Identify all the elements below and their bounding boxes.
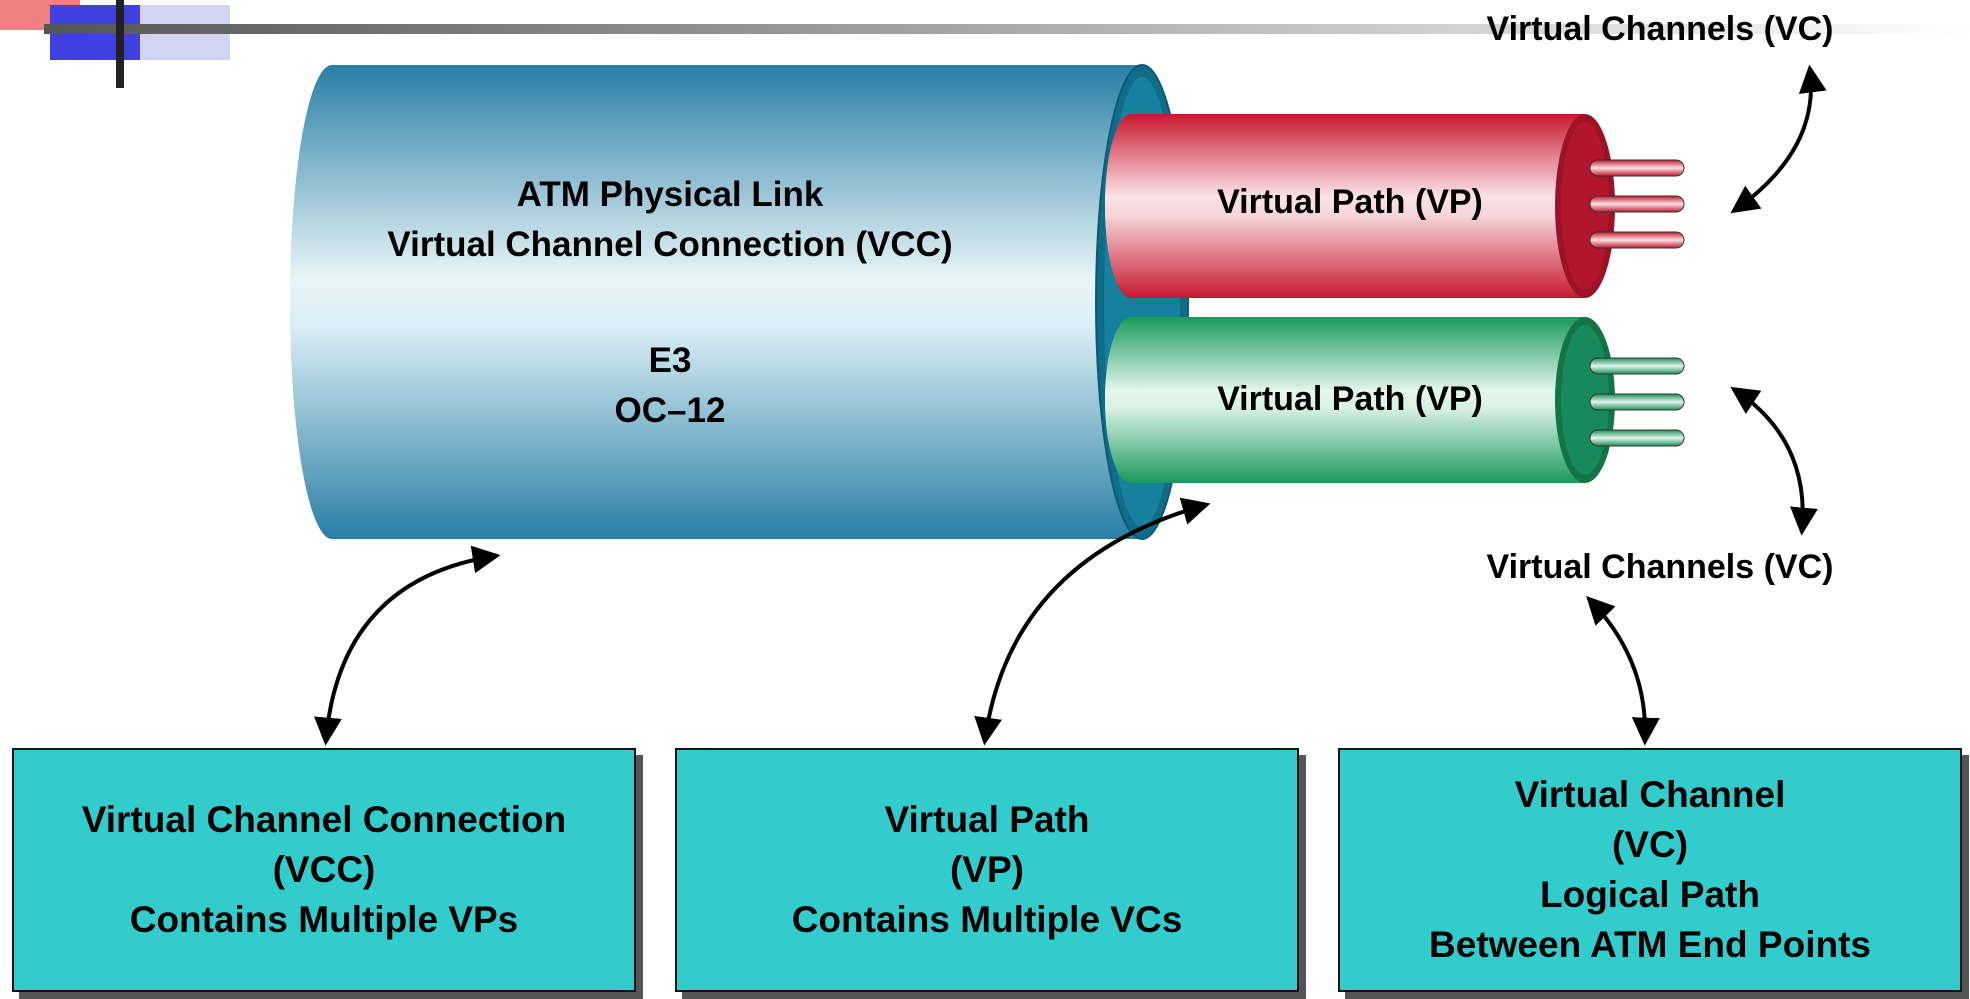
arrow-vc [1586,595,1660,746]
physical-link-cable [290,64,1189,540]
box-vc-line4: Between ATM End Points [1429,924,1871,965]
physical-link-rates: E3 OC–12 [560,336,780,436]
vp-cable-bottom [1105,317,1685,483]
arrow-vcc [314,545,501,746]
box-vc-line3: Logical Path [1540,874,1760,915]
box-vcc-text: Virtual Channel Connection (VCC) Contain… [82,795,566,945]
arrow-vc-top [1730,64,1827,214]
box-vcc-line2: (VCC) [272,849,376,890]
box-vc-text: Virtual Channel (VC) Logical Path Betwee… [1429,770,1871,970]
box-vp-line3: Contains Multiple VCs [791,899,1183,940]
box-vcc-line3: Contains Multiple VPs [129,899,519,940]
arrow-vc-bottom [1730,386,1818,536]
vp-label-bottom: Virtual Path (VP) [1217,380,1483,418]
rate-oc12: OC–12 [614,391,726,430]
box-vcc-line1: Virtual Channel Connection [81,799,567,840]
vc-label-top: Virtual Channels (VC) [1486,10,1834,48]
arrow-vp [974,497,1211,746]
vc-label-bottom: Virtual Channels (VC) [1486,548,1834,586]
physical-link-title: ATM Physical Link [516,175,824,214]
box-vp-line1: Virtual Path [884,799,1090,840]
box-vp-text: Virtual Path (VP) Contains Multiple VCs [792,795,1183,945]
box-vc: Virtual Channel (VC) Logical Path Betwee… [1338,748,1962,992]
box-vp-line2: (VP) [949,849,1024,890]
vp-label-top: Virtual Path (VP) [1217,183,1483,221]
connector-arrows [314,64,1827,746]
box-vp: Virtual Path (VP) Contains Multiple VCs [675,748,1299,992]
corner-decoration [0,0,1970,88]
rate-e3: E3 [648,341,692,380]
physical-link-label: ATM Physical Link Virtual Channel Connec… [300,170,1040,270]
vc-wires-top [1589,159,1685,249]
vc-wires-bottom [1589,357,1685,447]
vp-cable-top [1105,114,1685,298]
box-vc-line1: Virtual Channel [1514,774,1786,815]
physical-link-subtitle: Virtual Channel Connection (VCC) [387,225,953,264]
box-vc-line2: (VC) [1611,824,1689,865]
box-vcc: Virtual Channel Connection (VCC) Contain… [12,748,636,992]
